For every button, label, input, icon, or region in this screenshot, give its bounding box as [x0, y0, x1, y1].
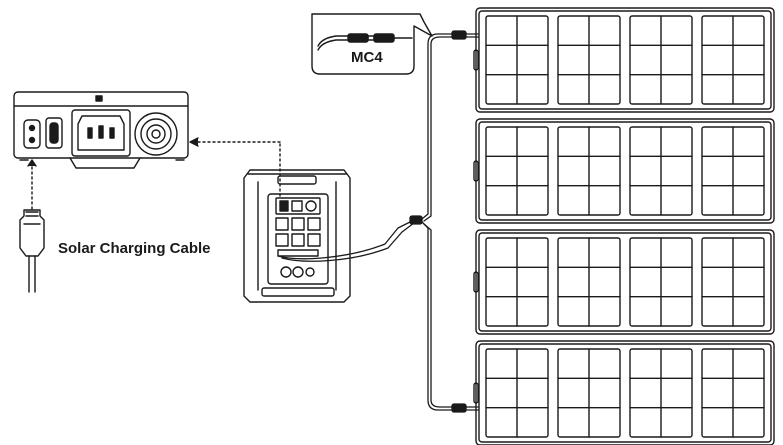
solar-panel: [473, 7, 775, 113]
solar-panel: [473, 340, 775, 445]
mc4-callout: [311, 13, 433, 75]
solar-module: [701, 237, 765, 327]
dc-input-port: [23, 119, 41, 149]
solar-charging-cable-plug: [19, 209, 45, 293]
solar-module: [557, 126, 621, 216]
mc4-connector-top: [451, 30, 467, 40]
solar-panel: [473, 118, 775, 224]
round-port-icon: [134, 112, 178, 156]
solar-module: [629, 348, 693, 438]
mc4-connector-bottom: [451, 403, 467, 413]
solar-module: [701, 348, 765, 438]
power-station-unit: [243, 169, 351, 303]
ac-input-socket: [71, 109, 131, 157]
cable-label: Solar Charging Cable: [58, 240, 211, 257]
solar-module: [629, 237, 693, 327]
solar-module: [557, 237, 621, 327]
mc4-splitter: [409, 215, 423, 225]
solar-module: [629, 15, 693, 105]
solar-panel: [473, 229, 775, 335]
solar-panel-array: [473, 7, 775, 445]
mc4-label: MC4: [351, 49, 383, 66]
solar-module: [485, 126, 549, 216]
solar-module: [557, 15, 621, 105]
solar-cable-wiring: [277, 30, 479, 413]
ac-outlet-grid: [275, 217, 321, 257]
pointer-to-cable: [27, 159, 37, 211]
charging-input-panel: [13, 91, 189, 169]
solar-module: [701, 15, 765, 105]
solar-module: [485, 348, 549, 438]
solar-module: [485, 15, 549, 105]
solar-module: [629, 126, 693, 216]
solar-module: [701, 126, 765, 216]
solar-module: [485, 237, 549, 327]
xt60-input-port: [45, 117, 63, 149]
pointer-to-input-panel: [189, 137, 281, 197]
solar-module: [557, 348, 621, 438]
